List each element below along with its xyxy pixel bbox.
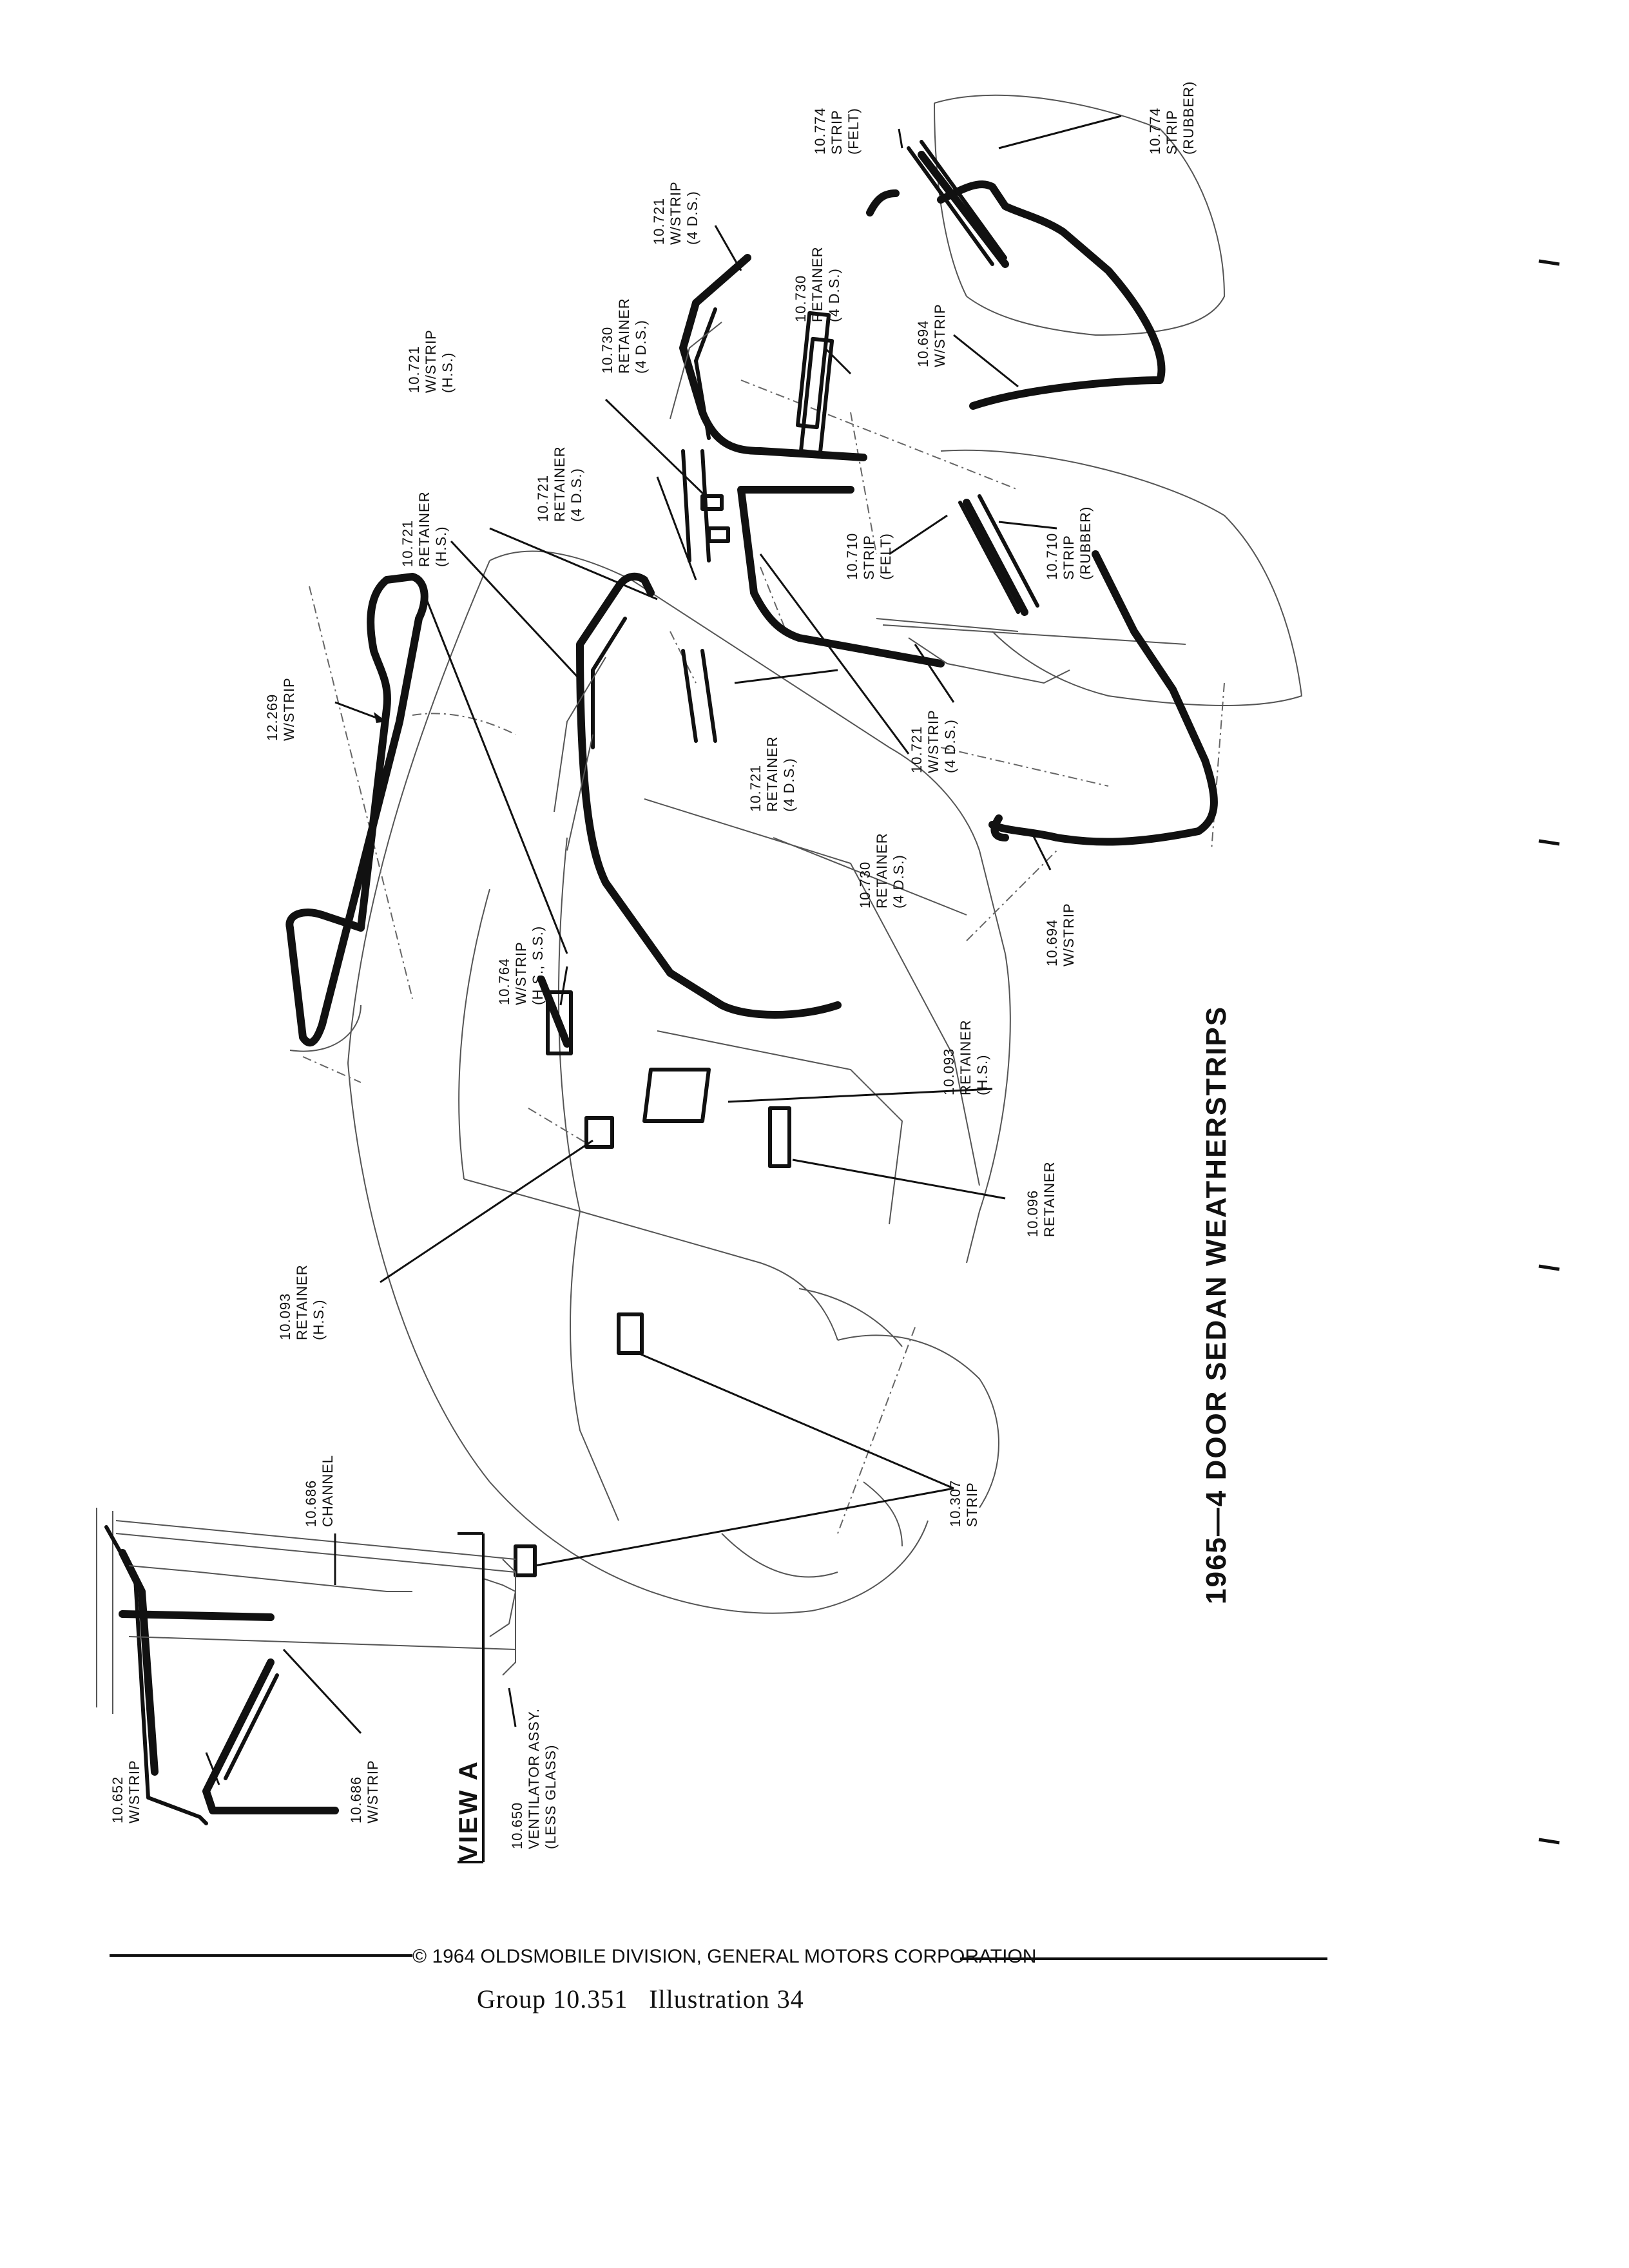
callout-12269: 12.269W/STRIP bbox=[264, 677, 297, 741]
svg-text:VIEW A: VIEW A bbox=[454, 1760, 483, 1862]
svg-text:10.774STRIP(RUBBER): 10.774STRIP(RUBBER) bbox=[1147, 81, 1197, 155]
callout-10307: 10.307STRIP bbox=[947, 1480, 980, 1527]
callout-10686-channel: 10.686CHANNEL bbox=[303, 1455, 336, 1527]
svg-text:10.730RETAINER(4 D.S.): 10.730RETAINER(4 D.S.) bbox=[599, 298, 649, 374]
callout-10710-rubber: 10.710STRIP(RUBBER) bbox=[1044, 506, 1094, 580]
callout-10764: 10.764W/STRIP(H.S., S.S.) bbox=[496, 926, 546, 1005]
svg-text:10.307STRIP: 10.307STRIP bbox=[947, 1480, 980, 1527]
svg-text:10.650VENTILATOR ASSY.(LESS GL: 10.650VENTILATOR ASSY.(LESS GLASS) bbox=[509, 1708, 559, 1849]
svg-text:10.710STRIP(RUBBER): 10.710STRIP(RUBBER) bbox=[1044, 506, 1094, 580]
copyright-text: © 1964 OLDSMOBILE DIVISION, GENERAL MOTO… bbox=[412, 1946, 1036, 1967]
svg-text:10.096RETAINER: 10.096RETAINER bbox=[1025, 1161, 1057, 1237]
svg-text:10.721RETAINER(4 D.S.): 10.721RETAINER(4 D.S.) bbox=[747, 736, 797, 812]
svg-text:1965—4 DOOR SEDAN WEATHERSTRIP: 1965—4 DOOR SEDAN WEATHERSTRIPS bbox=[1200, 1006, 1232, 1604]
svg-text:10.730RETAINER(4 D.S.): 10.730RETAINER(4 D.S.) bbox=[857, 832, 907, 908]
rear-door bbox=[866, 94, 1226, 410]
margin-marks bbox=[1538, 259, 1560, 1845]
svg-text:10.730RETAINER(4 D.S.): 10.730RETAINER(4 D.S.) bbox=[793, 246, 842, 322]
callout-10721-4ds-wstrip-top: 10.721W/STRIP(4 D.S.) bbox=[651, 181, 700, 245]
callout-10730-bottom: 10.730RETAINER(4 D.S.) bbox=[857, 832, 907, 908]
view-a-inset bbox=[96, 1508, 517, 1863]
callout-10686-wstrip: 10.686W/STRIP bbox=[348, 1760, 381, 1823]
callout-10730-top: 10.730RETAINER(4 D.S.) bbox=[599, 298, 649, 374]
svg-text:10.694W/STRIP: 10.694W/STRIP bbox=[915, 303, 948, 367]
callout-10694-top: 10.694W/STRIP bbox=[915, 303, 948, 367]
callout-10652: 10.652W/STRIP bbox=[110, 1760, 142, 1823]
svg-text:10.721W/STRIP(H.S.): 10.721W/STRIP(H.S.) bbox=[406, 329, 456, 393]
rear-window-weatherstrip bbox=[285, 573, 429, 1052]
callout-10721-4ds-retainer-top: 10.721RETAINER(4 D.S.) bbox=[535, 446, 584, 522]
callout-10093-left: 10.093RETAINER(H.S.) bbox=[277, 1264, 327, 1340]
view-a-label: VIEW A bbox=[454, 1760, 483, 1862]
callout-10093-right: 10.093RETAINER(H.S.) bbox=[941, 1019, 990, 1095]
svg-text:10.686CHANNEL: 10.686CHANNEL bbox=[303, 1455, 336, 1527]
callout-10774-felt: 10.774STRIP(FELT) bbox=[812, 108, 862, 155]
svg-text:10.774STRIP(FELT): 10.774STRIP(FELT) bbox=[812, 108, 862, 155]
svg-text:10.686W/STRIP: 10.686W/STRIP bbox=[348, 1760, 381, 1823]
copyright-rule bbox=[110, 1954, 1327, 1960]
svg-text:10.721W/STRIP(4 D.S.): 10.721W/STRIP(4 D.S.) bbox=[651, 181, 700, 245]
callout-10694-bottom: 10.694W/STRIP bbox=[1044, 903, 1077, 966]
page-caption: Group 10.351 Illustration 34 bbox=[477, 1984, 804, 2013]
callout-10096: 10.096RETAINER bbox=[1025, 1161, 1057, 1237]
callout-10710-felt: 10.710STRIP(FELT) bbox=[844, 533, 894, 580]
callout-10774-rubber: 10.774STRIP(RUBBER) bbox=[1147, 81, 1197, 155]
callout-10730-right: 10.730RETAINER(4 D.S.) bbox=[793, 246, 842, 322]
svg-text:12.269W/STRIP: 12.269W/STRIP bbox=[264, 677, 297, 741]
svg-text:10.764W/STRIP(H.S., S.S.): 10.764W/STRIP(H.S., S.S.) bbox=[496, 926, 546, 1005]
svg-text:10.093RETAINER(H.S.): 10.093RETAINER(H.S.) bbox=[277, 1264, 327, 1340]
rear-door-window-weatherstrip bbox=[554, 572, 842, 1019]
svg-text:10.721RETAINER(H.S.): 10.721RETAINER(H.S.) bbox=[400, 491, 449, 567]
callout-10721-4ds-retainer-bottom: 10.721RETAINER(4 D.S.) bbox=[747, 736, 797, 812]
svg-text:10.721RETAINER(4 D.S.): 10.721RETAINER(4 D.S.) bbox=[535, 446, 584, 522]
svg-text:10.710STRIP(FELT): 10.710STRIP(FELT) bbox=[844, 533, 894, 580]
leader-lines bbox=[205, 115, 1122, 1785]
retainers bbox=[514, 311, 834, 1577]
callout-10650: 10.650VENTILATOR ASSY.(LESS GLASS) bbox=[509, 1708, 559, 1849]
callout-10721-hs-retainer: 10.721RETAINER(H.S.) bbox=[400, 491, 449, 567]
callout-10721-hs-wstrip: 10.721W/STRIP(H.S.) bbox=[406, 329, 456, 393]
svg-text:10.093RETAINER(H.S.): 10.093RETAINER(H.S.) bbox=[941, 1019, 990, 1095]
svg-text:10.694W/STRIP: 10.694W/STRIP bbox=[1044, 903, 1077, 966]
diagram-title: 1965—4 DOOR SEDAN WEATHERSTRIPS bbox=[1200, 1006, 1232, 1604]
front-door bbox=[876, 449, 1303, 846]
front-door-window-weatherstrip bbox=[670, 254, 945, 668]
svg-text:10.721W/STRIP(4 D.S.): 10.721W/STRIP(4 D.S.) bbox=[909, 709, 958, 773]
callout-10721-4ds-wstrip-bottom: 10.721W/STRIP(4 D.S.) bbox=[909, 709, 958, 773]
svg-text:10.652W/STRIP: 10.652W/STRIP bbox=[110, 1760, 142, 1823]
